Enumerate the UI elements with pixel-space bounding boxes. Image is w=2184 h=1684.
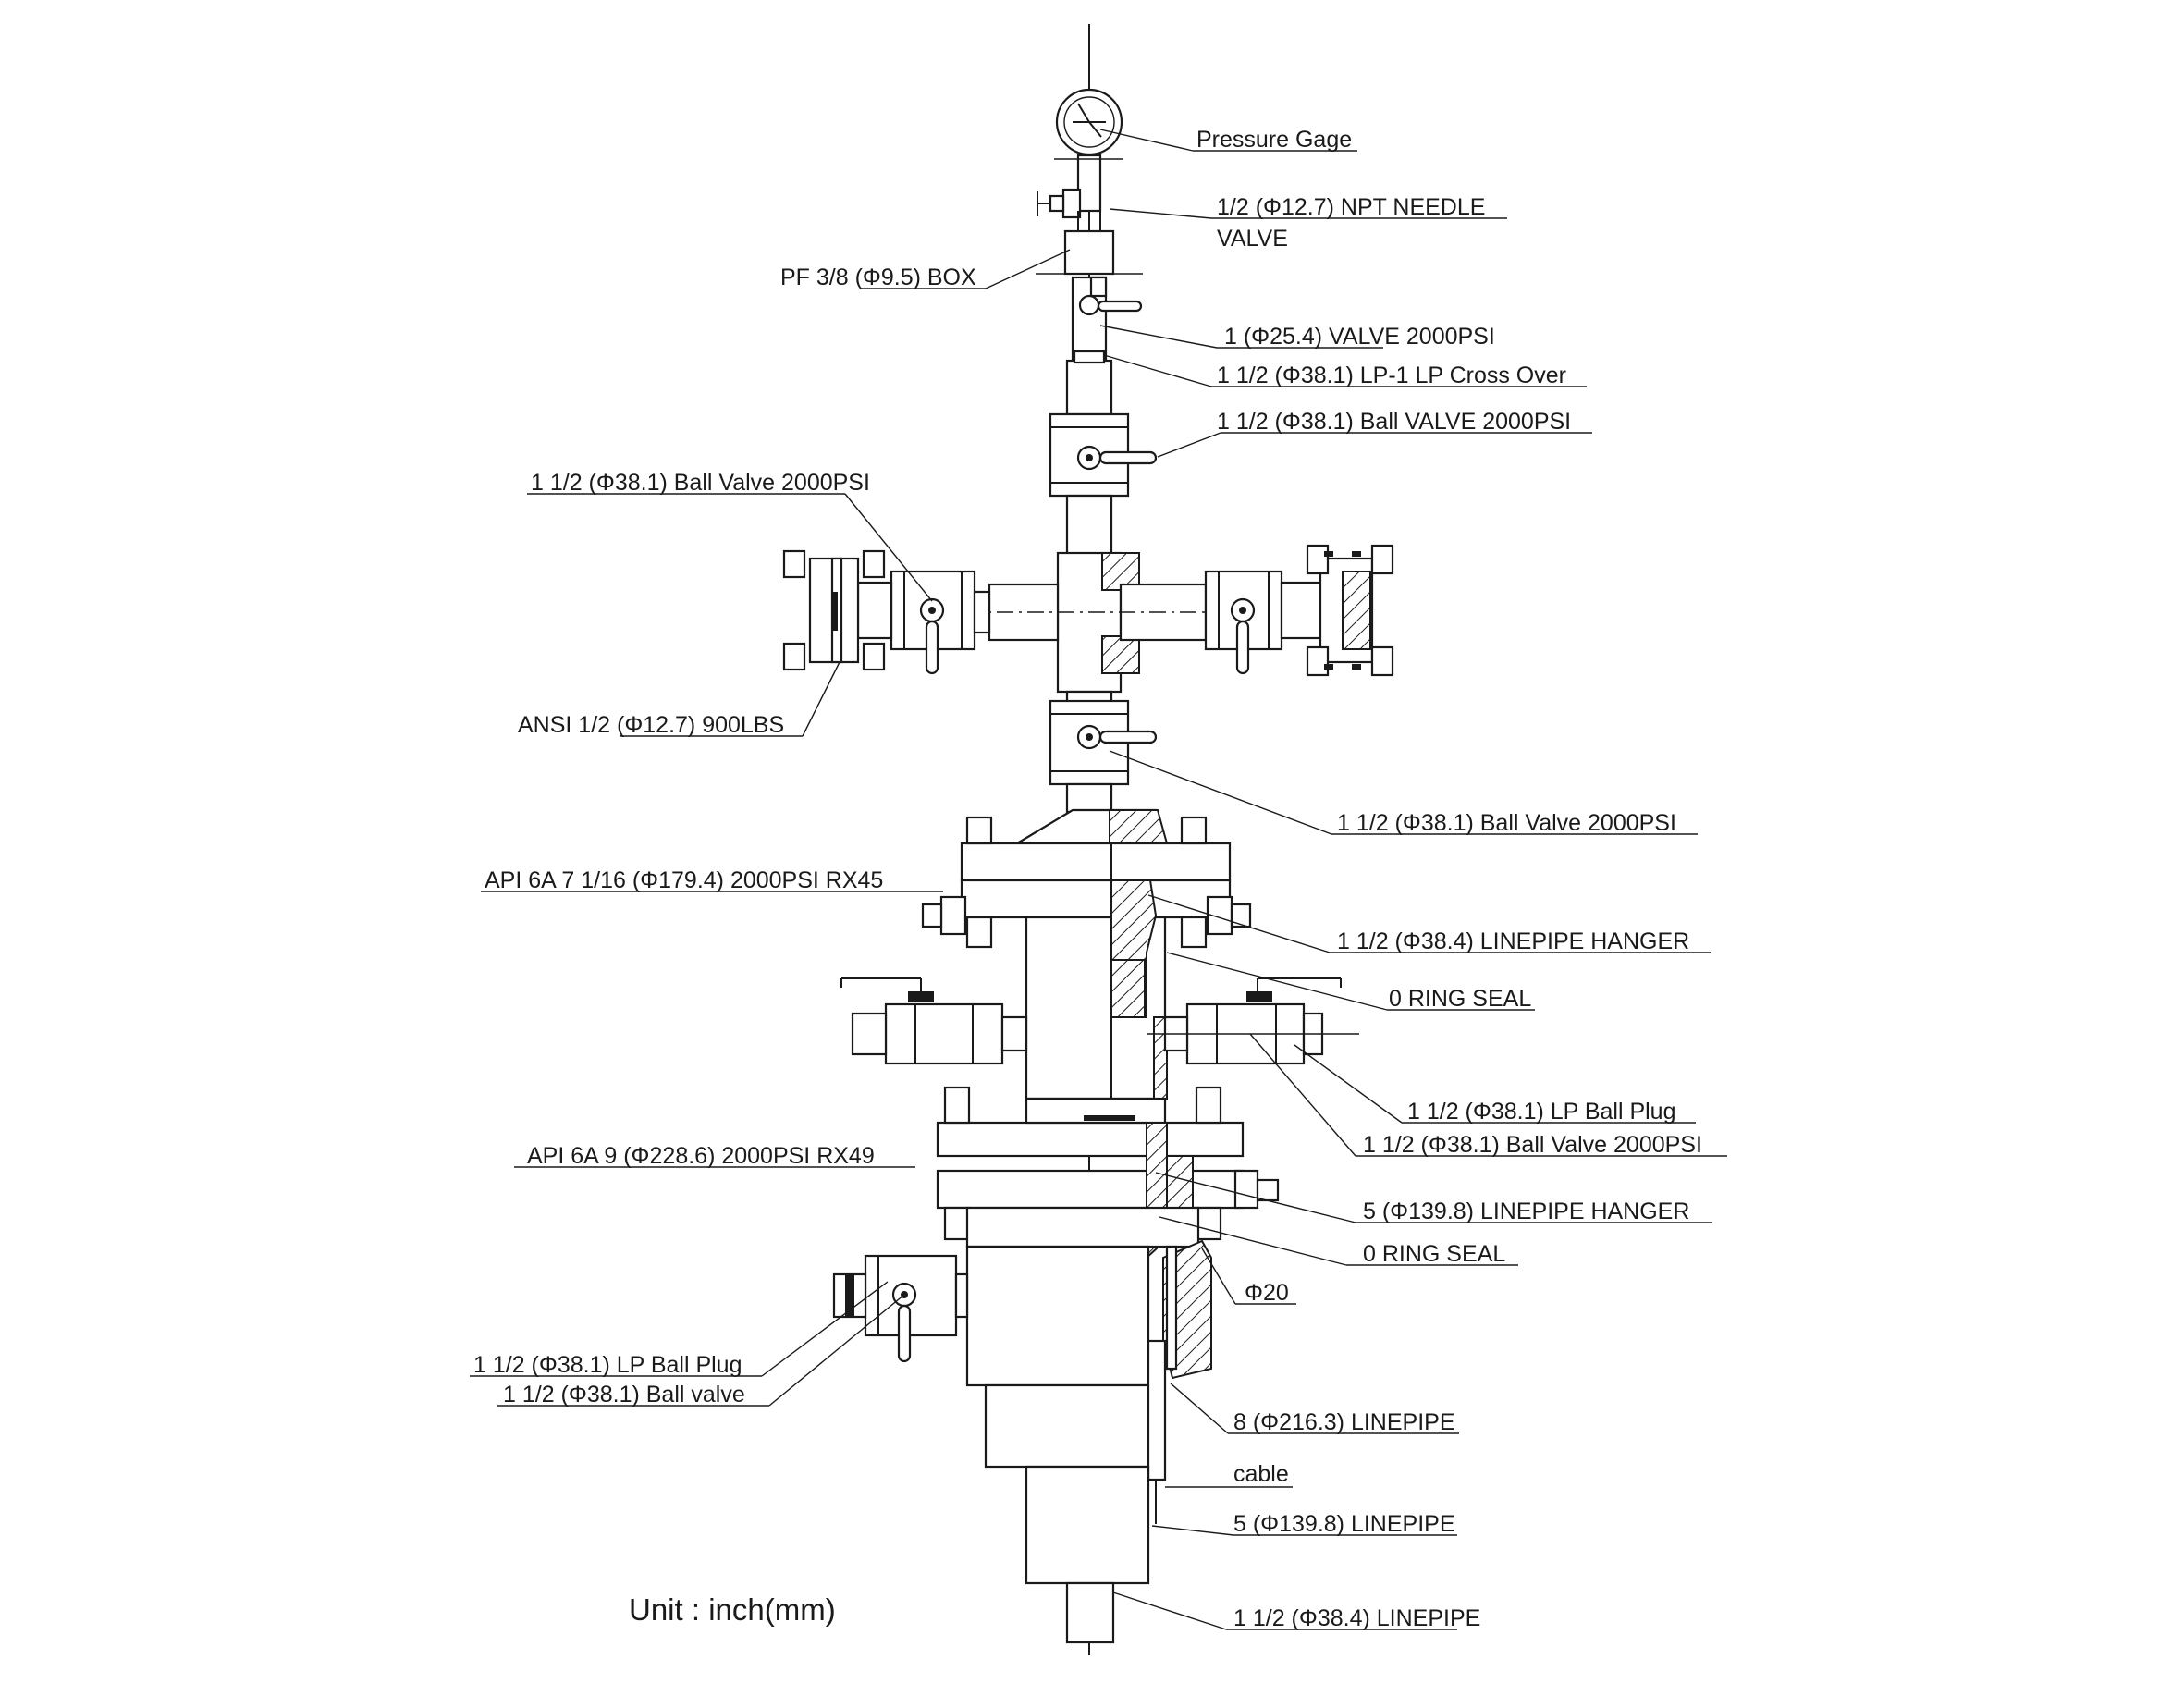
spool-upper: [1065, 494, 1113, 557]
label-o-ring-seal-lower: 0 RING SEAL: [1363, 1241, 1505, 1267]
ball-valve-left-wing: [890, 570, 991, 675]
ball-valve-right-wing: [1204, 570, 1283, 675]
label-lp-ball-plug-left: 1 1/2 (Φ38.1) LP Ball Plug: [473, 1352, 742, 1378]
side-ball-valve-upper-left: [840, 977, 1028, 1065]
side-ball-valve-lower-left: [832, 1254, 969, 1363]
label-needle-valve-line1: 1/2 (Φ12.7) NPT NEEDLE: [1217, 194, 1485, 220]
side-ball-valve-upper-right: [1147, 977, 1359, 1065]
label-api-flange-lower: API 6A 9 (Φ228.6) 2000PSI RX49: [527, 1143, 875, 1169]
label-ball-valve-lower: 1 1/2 (Φ38.1) Ball Valve 2000PSI: [1337, 810, 1676, 836]
label-pf-box: PF 3/8 (Φ9.5) BOX: [780, 264, 976, 290]
label-cable: cable: [1233, 1461, 1289, 1487]
leader-lines: [470, 129, 1727, 1630]
unit-note: Unit : inch(mm): [629, 1592, 836, 1627]
label-lp-ball-plug-right: 1 1/2 (Φ38.1) LP Ball Plug: [1407, 1099, 1676, 1125]
label-api-flange-upper: API 6A 7 1/16 (Φ179.4) 2000PSI RX45: [485, 867, 883, 893]
casing-head-body: [965, 1206, 1212, 1387]
label-valve-1in: 1 (Φ25.4) VALVE 2000PSI: [1224, 324, 1495, 350]
ansi-flange-left: [782, 549, 893, 671]
label-linepipe-8: 8 (Φ216.3) LINEPIPE: [1233, 1409, 1455, 1435]
label-ball-valve-top: 1 1/2 (Φ38.1) Ball VALVE 2000PSI: [1217, 409, 1571, 435]
cross-fitting: [814, 551, 1331, 694]
label-ball-valve-left-bottom: 1 1/2 (Φ38.1) Ball valve: [503, 1382, 745, 1407]
label-linepipe-hanger-upper: 1 1/2 (Φ38.4) LINEPIPE HANGER: [1337, 928, 1689, 954]
label-linepipe-hanger-lower: 5 (Φ139.8) LINEPIPE HANGER: [1363, 1198, 1689, 1224]
pressure-gage: [1055, 88, 1123, 156]
tubing-pipe-1-5in: [1065, 1581, 1115, 1644]
casing-pipe-8in: [984, 1383, 1154, 1469]
label-pressure-gage: Pressure Gage: [1196, 127, 1352, 153]
ball-valve-lower: [1049, 699, 1158, 786]
ball-valve-top: [1049, 412, 1158, 498]
label-cross-over: 1 1/2 (Φ38.1) LP-1 LP Cross Over: [1217, 363, 1566, 388]
label-linepipe-1-5: 1 1/2 (Φ38.4) LINEPIPE: [1233, 1605, 1480, 1631]
cable-run: [1147, 1339, 1167, 1524]
spool-lower: [1065, 782, 1113, 814]
label-ball-valve-left-wing: 1 1/2 (Φ38.1) Ball Valve 2000PSI: [531, 470, 870, 496]
label-linepipe-5: 5 (Φ139.8) LINEPIPE: [1233, 1511, 1455, 1537]
api-flange-upper: [921, 816, 1252, 949]
casing-pipe-5in: [1025, 1465, 1150, 1585]
needle-valve: [1037, 154, 1123, 219]
label-needle-valve-line2: VALVE: [1217, 226, 1288, 252]
label-phi20: Φ20: [1245, 1280, 1289, 1306]
tubing-head-body: [1025, 843, 1168, 1100]
ansi-flange-right: [1280, 544, 1394, 677]
cross-over-spool: [1065, 350, 1113, 416]
label-ball-valve-right-side: 1 1/2 (Φ38.1) Ball Valve 2000PSI: [1363, 1132, 1702, 1158]
label-o-ring-seal-upper: 0 RING SEAL: [1389, 986, 1531, 1012]
label-ansi-flange: ANSI 1/2 (Φ12.7) 900LBS: [518, 712, 784, 738]
